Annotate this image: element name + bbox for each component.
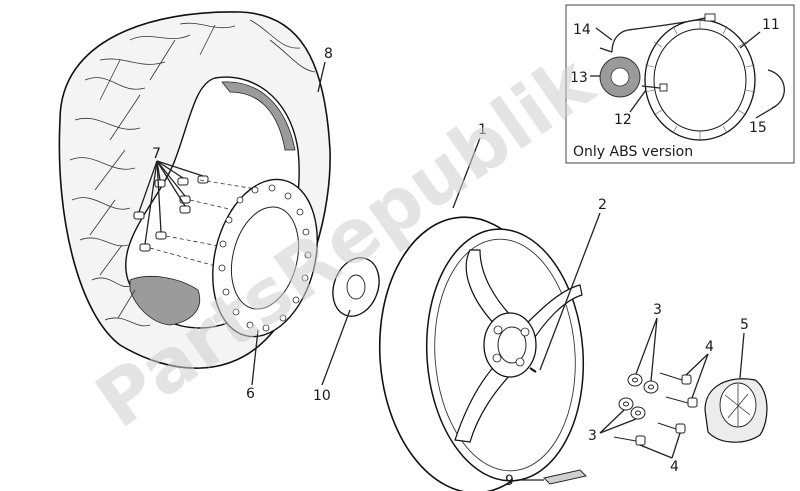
callout-11: 11 — [762, 17, 780, 33]
wheel-rim — [378, 216, 585, 491]
abs-inset — [565, 4, 795, 164]
callout-2: 2 — [598, 197, 607, 213]
abs-sensor-part — [599, 56, 641, 98]
washers — [618, 373, 659, 420]
leader-lines — [138, 27, 777, 481]
callout-1: 1 — [478, 122, 487, 138]
tone-wheel — [332, 257, 380, 317]
brake-disc — [212, 178, 318, 338]
callout-3-lower: 3 — [588, 428, 597, 444]
callout-4-lower: 4 — [670, 459, 679, 475]
callout-9: 9 — [505, 473, 514, 489]
callout-5: 5 — [740, 317, 749, 333]
callout-8: 8 — [324, 46, 333, 62]
tone-ring-teeth — [644, 20, 756, 140]
callout-labels: 8 1 2 7 6 10 3 3 4 4 5 9 11 12 13 14 15 … — [152, 17, 780, 489]
callout-13: 13 — [570, 70, 588, 86]
callout-10: 10 — [313, 388, 331, 404]
callout-4-upper: 4 — [705, 339, 714, 355]
callout-12: 12 — [614, 112, 632, 128]
callout-3-upper: 3 — [653, 302, 662, 318]
callout-7: 7 — [152, 146, 161, 162]
callout-15: 15 — [749, 120, 767, 136]
hub-cover — [704, 378, 768, 443]
balance-weight — [543, 469, 587, 485]
callout-6: 6 — [246, 386, 255, 402]
callout-14: 14 — [573, 22, 591, 38]
screws — [613, 372, 698, 446]
abs-caption: Only ABS version — [573, 144, 693, 160]
